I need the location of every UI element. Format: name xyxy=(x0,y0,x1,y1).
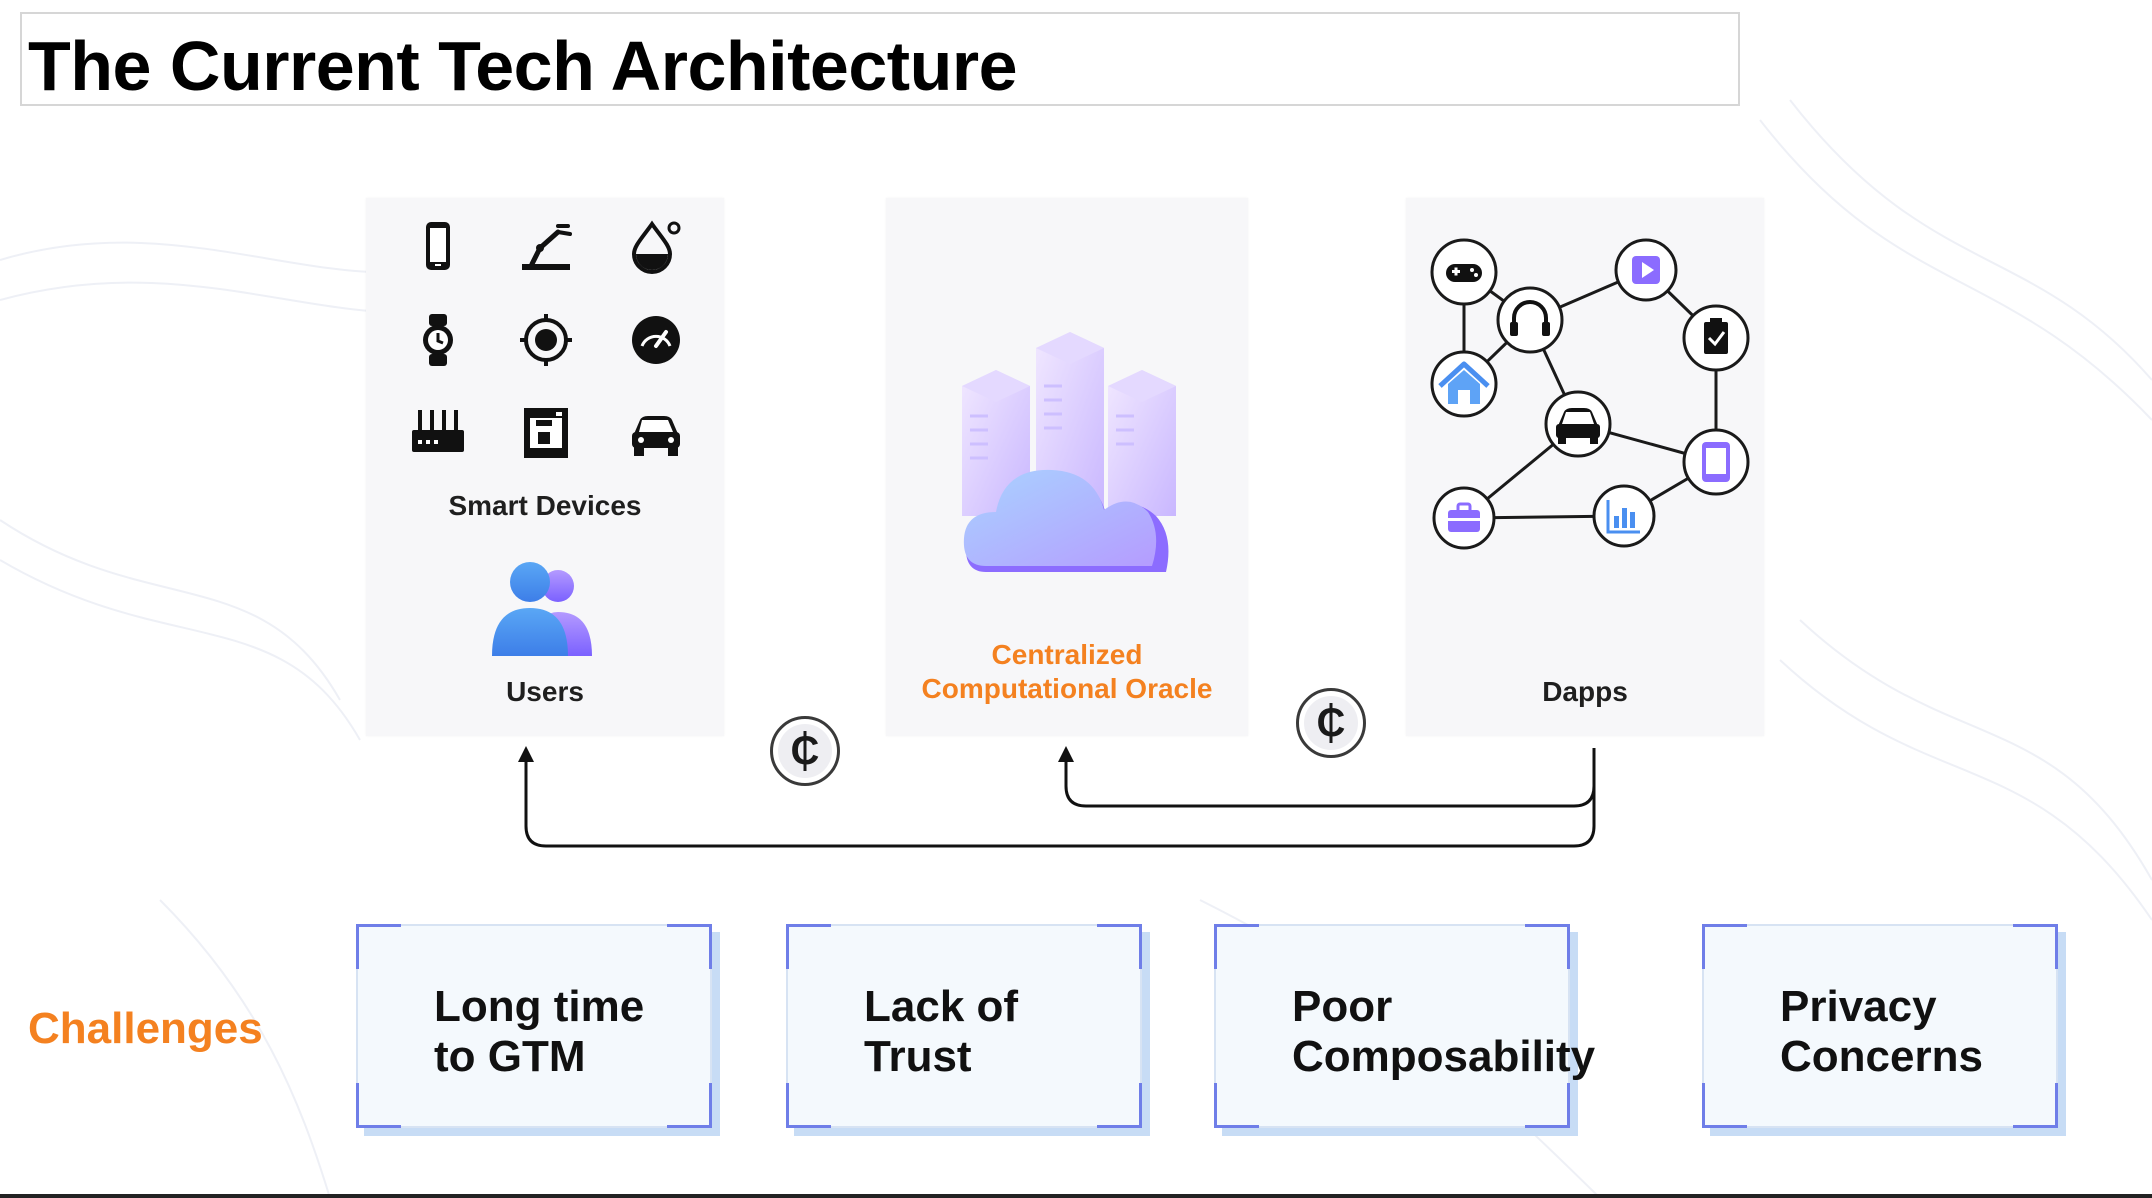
challenge-text: Long time to GTM xyxy=(434,982,644,1082)
headphones-icon xyxy=(1496,286,1564,354)
coin-icon: C xyxy=(1296,688,1366,758)
bottom-divider xyxy=(0,1194,2152,1198)
smart-devices-panel: Smart Devices Users xyxy=(366,198,724,736)
challenge-line2: to GTM xyxy=(434,1032,586,1081)
phone-icon xyxy=(426,222,450,270)
challenge-line2: Trust xyxy=(864,1032,972,1081)
mobile-icon xyxy=(1682,428,1750,496)
users-label: Users xyxy=(506,676,584,707)
robot-arm-icon xyxy=(522,224,572,270)
challenge-card: Long time to GTM xyxy=(356,924,712,1128)
target-sensor-icon xyxy=(520,314,572,366)
challenges-label: Challenges xyxy=(28,1004,263,1053)
coin-icon: C xyxy=(770,716,840,786)
car-icon xyxy=(1544,390,1612,458)
oracle-label: Centralized Computational Oracle xyxy=(886,638,1248,706)
smart-devices-label: Smart Devices xyxy=(448,490,642,521)
water-drop-icon xyxy=(631,220,681,274)
challenge-line2: Composability xyxy=(1292,1032,1596,1081)
arrow-dapps-to-oracle xyxy=(1064,748,1596,808)
page-title: The Current Tech Architecture xyxy=(28,27,1018,105)
arrowhead-oracle xyxy=(1058,746,1074,762)
challenge-card: Lack of Trust xyxy=(786,924,1142,1128)
gauge-icon xyxy=(632,316,680,364)
dapps-panel: Dapps xyxy=(1406,198,1764,736)
game-controller-icon xyxy=(1430,238,1498,306)
challenge-line1: Lack of xyxy=(864,982,1019,1031)
cloud-server-icon xyxy=(962,332,1176,572)
car-icon xyxy=(632,416,680,456)
title-box: The Current Tech Architecture xyxy=(20,12,1740,106)
router-icon xyxy=(412,410,464,452)
challenge-card: Poor Composability xyxy=(1214,924,1595,1128)
watch-icon xyxy=(423,314,453,366)
challenge-text: Poor Composability xyxy=(1292,982,1595,1082)
challenge-line1: Privacy xyxy=(1780,982,1937,1031)
oracle-label-line1: Centralized xyxy=(991,639,1143,670)
oracle-panel: Centralized Computational Oracle xyxy=(886,198,1248,736)
arrowhead-users xyxy=(518,746,534,762)
users-icon xyxy=(492,562,592,656)
dapps-network xyxy=(1430,238,1750,550)
challenge-text: Privacy Concerns xyxy=(1780,982,1983,1082)
challenge-line1: Long time xyxy=(434,982,645,1031)
challenge-line1: Poor xyxy=(1292,982,1393,1031)
arrow-dapps-to-users xyxy=(524,748,1596,848)
challenge-text: Lack of Trust xyxy=(864,982,1018,1082)
challenge-card: Privacy Concerns xyxy=(1702,924,2058,1128)
clipboard-icon xyxy=(1682,304,1750,372)
challenge-line2: Concerns xyxy=(1780,1032,1983,1081)
coffee-machine-icon xyxy=(524,408,568,458)
home-icon xyxy=(1430,350,1498,418)
briefcase-icon xyxy=(1432,486,1496,550)
oracle-label-line2: Computational Oracle xyxy=(921,673,1213,704)
bar-chart-icon xyxy=(1592,484,1656,548)
dapps-label: Dapps xyxy=(1542,676,1628,707)
play-icon xyxy=(1614,238,1678,302)
